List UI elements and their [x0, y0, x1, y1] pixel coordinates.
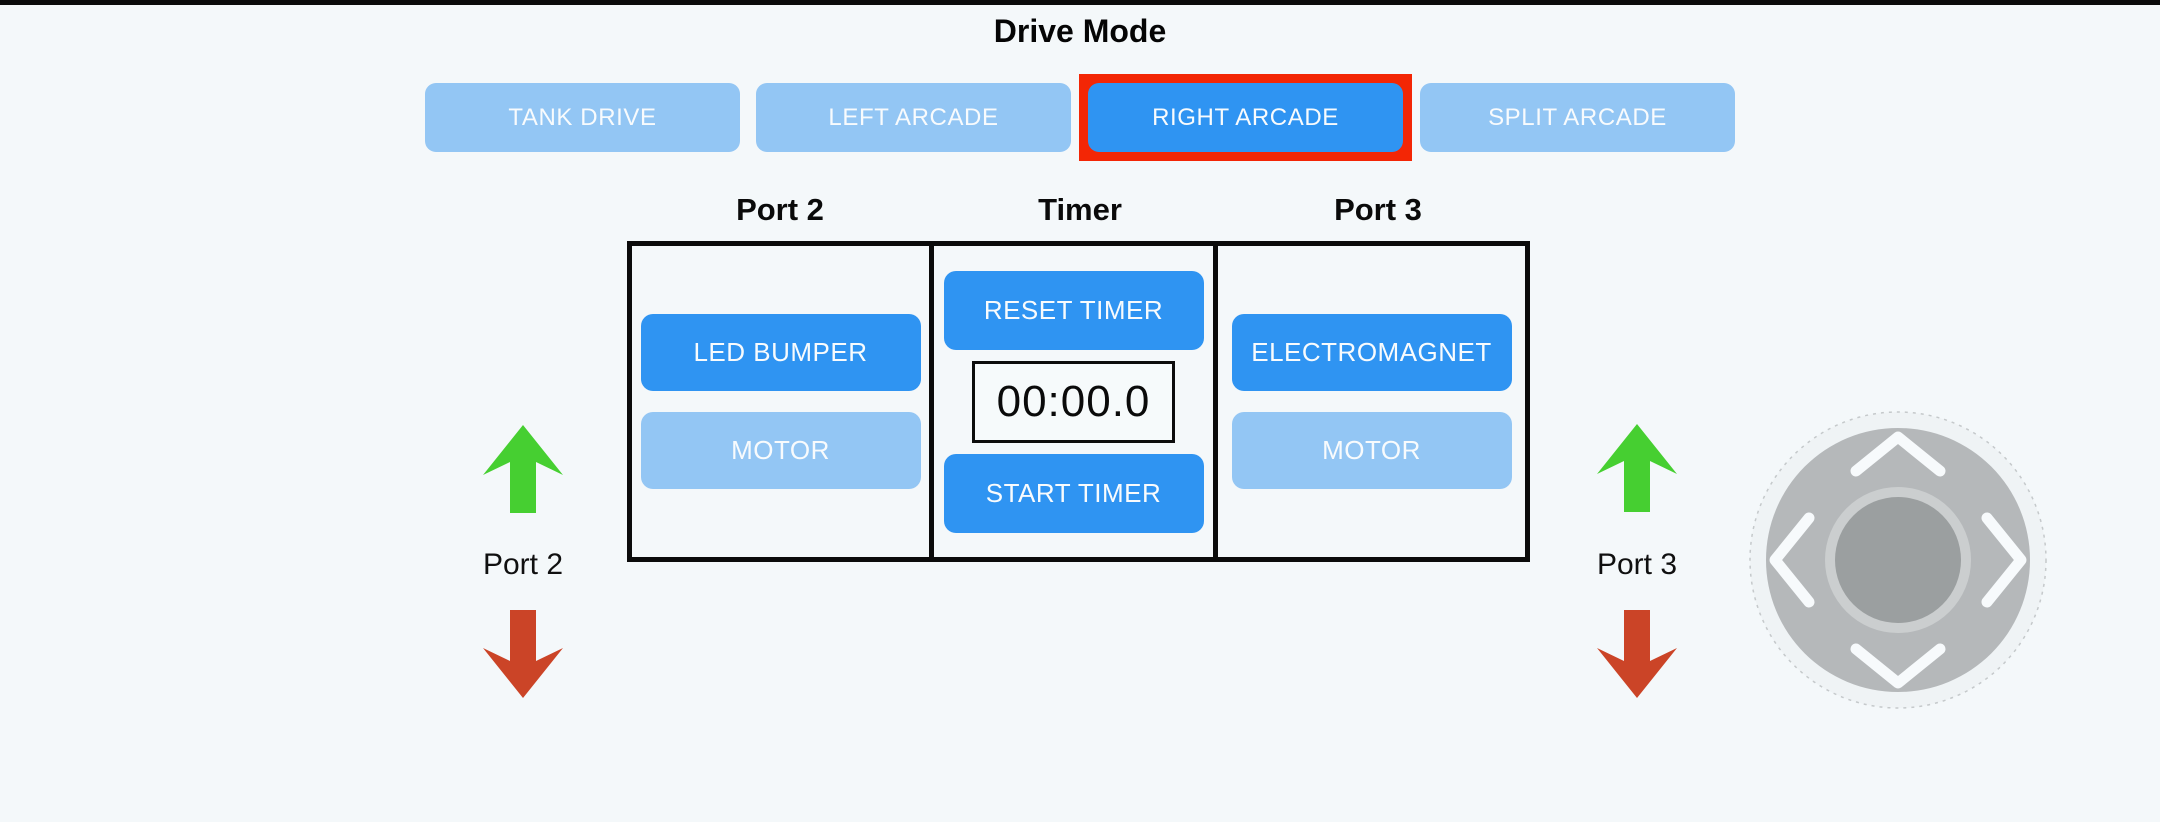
electromagnet-button[interactable]: ELECTROMAGNET: [1231, 314, 1512, 391]
joystick-dpad[interactable]: [1748, 410, 2048, 710]
chevron-right-icon: [1981, 512, 2027, 608]
port2-up-arrow-icon[interactable]: [483, 425, 563, 513]
down-arrow-shape: [483, 610, 563, 698]
timer-column: RESET TIMER 00:00.0 START TIMER: [934, 246, 1218, 557]
split-arcade-button[interactable]: SPLIT ARCADE: [1420, 83, 1735, 152]
chevron-up-icon: [1850, 431, 1946, 477]
port3-down-arrow-icon[interactable]: [1597, 610, 1677, 698]
port2-column: LED BUMPER MOTOR: [632, 246, 934, 557]
start-timer-button[interactable]: START TIMER: [943, 453, 1204, 533]
control-panel: LED BUMPER MOTOR RESET TIMER 00:00.0 STA…: [627, 241, 1530, 562]
tank-drive-button[interactable]: TANK DRIVE: [425, 83, 740, 152]
chevron-left-icon: [1769, 512, 1815, 608]
drive-mode-button-row: TANK DRIVE LEFT ARCADE RIGHT ARCADE SPLI…: [0, 74, 2160, 161]
port3-column: ELECTROMAGNET MOTOR: [1218, 246, 1525, 557]
port3-motor-button[interactable]: MOTOR: [1231, 412, 1512, 489]
right-arcade-button[interactable]: RIGHT ARCADE: [1088, 83, 1403, 152]
page-title: Drive Mode: [993, 13, 1167, 49]
port2-side-label: Port 2: [482, 548, 564, 581]
timer-column-header: Timer: [1038, 192, 1122, 227]
led-bumper-button[interactable]: LED BUMPER: [640, 314, 921, 391]
port2-down-arrow-icon[interactable]: [483, 610, 563, 698]
chevron-down-icon: [1850, 643, 1946, 689]
port3-column-header: Port 3: [1334, 192, 1422, 227]
port2-motor-button[interactable]: MOTOR: [640, 412, 921, 489]
joystick-knob[interactable]: [1835, 497, 1961, 623]
port3-side-label: Port 3: [1596, 548, 1678, 581]
up-arrow-shape: [483, 425, 563, 513]
port2-column-header: Port 2: [736, 192, 824, 227]
top-border: [0, 0, 2160, 5]
port3-up-arrow-icon[interactable]: [1597, 424, 1677, 512]
left-arcade-button[interactable]: LEFT ARCADE: [756, 83, 1071, 152]
reset-timer-button[interactable]: RESET TIMER: [943, 270, 1204, 350]
timer-display: 00:00.0: [972, 360, 1175, 443]
down-arrow-shape: [1597, 610, 1677, 698]
up-arrow-shape: [1597, 424, 1677, 512]
selected-drive-mode-highlight: RIGHT ARCADE: [1079, 74, 1412, 161]
